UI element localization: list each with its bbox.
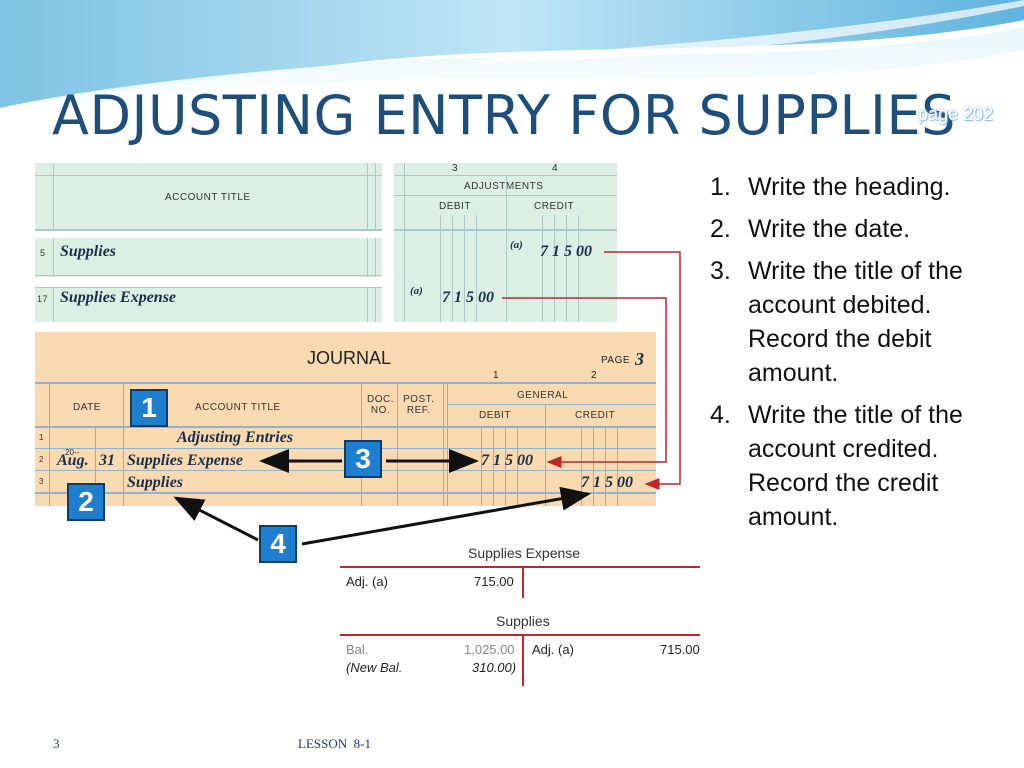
worksheet-supplies-credit-amount: 7 1 5 00 xyxy=(540,243,592,260)
journal-general-header: GENERAL xyxy=(517,390,569,401)
journal-row-3-title: Supplies xyxy=(127,474,184,491)
journal-row-1-title: Adjusting Entries xyxy=(177,429,294,446)
worksheet-col-3: 3 xyxy=(452,163,459,174)
worksheet-debit-header: DEBIT xyxy=(439,201,471,212)
t-account-supplies-bal-label: Bal. xyxy=(346,642,369,657)
t-account-supplies-rule xyxy=(340,634,700,636)
step-number: 2. xyxy=(710,215,731,243)
journal-title: JOURNAL xyxy=(307,348,392,368)
step-text: Write the title of the account credited.… xyxy=(748,401,963,531)
step-badge-2: 2 xyxy=(67,483,105,521)
t-account-supplies-title: Supplies xyxy=(496,613,550,629)
t-account-supplies-newbal-amount: 310.00) xyxy=(472,660,517,675)
t-account-expense-divider xyxy=(522,566,524,598)
t-account-supplies-right-label: Adj. (a) xyxy=(532,642,574,657)
header-wave-decoration xyxy=(0,0,1024,120)
worksheet-expense-ref: (a) xyxy=(410,285,423,297)
journal-row-2-title: Supplies Expense xyxy=(127,452,244,469)
worksheet-row-line-5: 5 xyxy=(40,248,46,258)
journal-row-3-credit: 7 1 5 00 xyxy=(581,474,633,491)
red-connector-supplies xyxy=(604,251,681,490)
t-account-supplies-bal-amount: 1,025.00 xyxy=(464,642,515,657)
t-account-expense-left-amount: 715.00 xyxy=(474,574,514,589)
worksheet-expense-debit-amount: 7 1 5 00 xyxy=(442,289,494,306)
worksheet-credit-header: CREDIT xyxy=(534,201,575,212)
step-number: 4. xyxy=(710,401,731,429)
worksheet-expense-title: Supplies Expense xyxy=(60,289,177,306)
worksheet-supplies-ref: (a) xyxy=(510,239,523,251)
worksheet-supplies-title: Supplies xyxy=(60,243,117,260)
journal-date-header: DATE xyxy=(73,402,101,413)
worksheet-adjustments-header: ADJUSTMENTS xyxy=(464,181,544,192)
black-arrow-4-right xyxy=(301,486,591,546)
journal-row-2-month: Aug. xyxy=(57,452,89,469)
worksheet-gap xyxy=(35,277,382,287)
journal-doc-header: DOC. NO. xyxy=(367,394,394,416)
t-account-expense-rule xyxy=(340,566,700,568)
slide-number: 3 xyxy=(53,736,60,751)
journal-col-2: 2 xyxy=(591,370,597,381)
t-account-expense-title: Supplies Expense xyxy=(468,545,581,561)
step-text: Write the date. xyxy=(748,215,911,243)
worksheet-account-panel: ACCOUNT TITLE 5 Supplies 17 Supplies Exp… xyxy=(35,163,382,322)
worksheet-gap xyxy=(35,231,382,238)
step-badge-4: 4 xyxy=(259,525,297,563)
step-number: 3. xyxy=(710,257,731,285)
t-accounts-panel: Supplies Expense Adj. (a) 715.00 Supplie… xyxy=(340,540,702,688)
worksheet-row-line-17: 17 xyxy=(37,294,49,304)
step-badge-3: 3 xyxy=(344,440,382,478)
journal-page-label: PAGE xyxy=(601,355,631,366)
instruction-step-4: 4. Write the title of the account credite… xyxy=(710,398,1010,534)
step-number: 1. xyxy=(710,173,731,201)
instruction-step-3: 3. Write the title of the account debited… xyxy=(710,254,1010,390)
slide-title: ADJUSTING ENTRY FOR SUPPLIES xyxy=(52,84,956,147)
t-account-supplies-divider xyxy=(522,634,524,686)
journal-row-2-day: 31 xyxy=(99,452,115,469)
journal-page-number: 3 xyxy=(635,349,644,369)
worksheet-adjustments-panel: 3 4 ADJUSTMENTS DEBIT CREDIT (a) 7 1 5 0… xyxy=(394,163,617,322)
red-connector-expense xyxy=(502,297,667,468)
journal-account-title-header: ACCOUNT TITLE xyxy=(195,402,281,413)
worksheet-col-4: 4 xyxy=(552,163,559,174)
journal-post-header: POST. REF. xyxy=(403,394,435,416)
footer-lesson: LESSON 8-1 xyxy=(298,736,371,751)
worksheet-account-title-header: ACCOUNT TITLE xyxy=(165,192,251,203)
page-reference: page 202 xyxy=(918,104,994,124)
journal-line-3: 3 xyxy=(39,477,44,486)
step-text: Write the title of the account debited. … xyxy=(748,257,963,387)
journal-line-2: 2 xyxy=(39,455,44,464)
instruction-step-1: 1. Write the heading. xyxy=(710,170,1010,204)
instruction-step-2: 2. Write the date. xyxy=(710,212,1010,246)
step-badge-1: 1 xyxy=(130,389,168,427)
step-text: Write the heading. xyxy=(748,173,951,201)
journal-row-2-year: 20-- xyxy=(65,448,80,457)
t-account-supplies-right-amount: 715.00 xyxy=(660,642,700,657)
journal-line-1: 1 xyxy=(39,433,44,442)
journal-debit-header: DEBIT xyxy=(479,410,511,421)
t-account-expense-left-label: Adj. (a) xyxy=(346,574,388,589)
journal-credit-header: CREDIT xyxy=(575,410,616,421)
black-arrow-4-left xyxy=(173,496,259,542)
instruction-list: 1. Write the heading. 2. Write the date. 3… xyxy=(710,170,1010,542)
journal-row-2-debit: 7 1 5 00 xyxy=(481,452,533,469)
journal-col-1: 1 xyxy=(493,370,499,381)
t-account-supplies-newbal-label: (New Bal. xyxy=(346,660,403,675)
